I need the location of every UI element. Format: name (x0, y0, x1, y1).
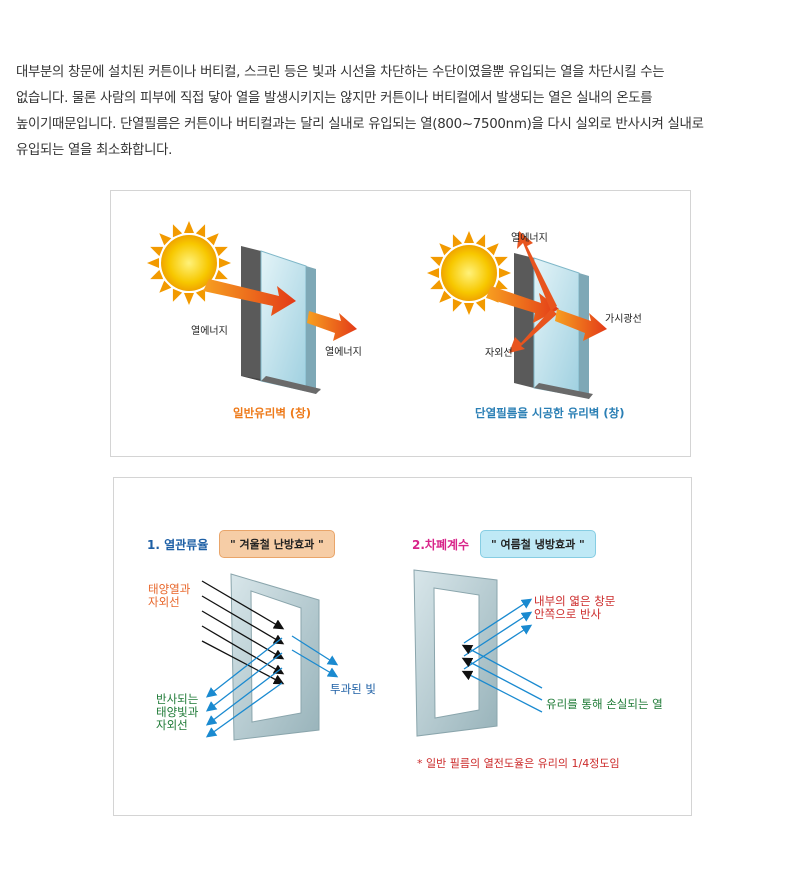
heat-loss-rays (461, 644, 543, 713)
thermal-effect-panel: 1. 열관류율 " 겨울철 난방효과 " 태양열과 자외선 반사되는 태양빛과 … (113, 477, 692, 816)
caption-film-glass: 단열필름을 시공한 유리벽 (창) (475, 406, 625, 420)
label-line: 태양빛과 (156, 705, 199, 719)
thermal-effect-illustration (201, 569, 543, 741)
label-ultraviolet: 자외선 (485, 348, 513, 359)
intro-line: 대부분의 창문에 설치된 커튼이나 버티컬, 스크린 등은 빛과 시선을 차단하… (16, 65, 665, 80)
label-reflected-inside: 내부의 엷은 창문 안쪽으로 반사 (534, 595, 615, 621)
reflected-rays (463, 598, 533, 670)
window-frame (413, 569, 498, 737)
transmitted-rays (291, 635, 339, 678)
incoming-rays (201, 580, 285, 685)
sun-icon (147, 221, 231, 305)
label-reflected-sunlight-uv: 반사되는 태양빛과 자외선 (156, 693, 198, 732)
window-comparison-panel: 열에너지 열에너지 일반유리벽 (창) 열에너지 가시광선 자외선 단열필름을 … (110, 190, 691, 457)
reflected-heat-arrows (486, 231, 607, 353)
label-line: 자외선 (156, 718, 188, 732)
intro-paragraph: 대부분의 창문에 설치된 커튼이나 버티컬, 스크린 등은 빛과 시선을 차단하… (16, 60, 796, 164)
window-frame (230, 573, 320, 741)
heat-arrow (203, 279, 357, 341)
intro-line: 높이기때문입니다. 단열필름은 커튼이나 버티컬과는 달리 실내로 유입되는 열… (16, 117, 704, 132)
intro-line: 유입되는 열을 최소화합니다. (16, 143, 173, 158)
footnote-film-conductivity: * 일반 필름의 열전도율은 유리의 1/4정도임 (417, 757, 620, 770)
label-line: 반사되는 (156, 692, 199, 706)
window-frame (241, 246, 321, 394)
label-line: 태양열과 (148, 582, 191, 596)
heading-thermal-transmittance: 1. 열관류율 (147, 538, 209, 552)
label-line: 내부의 엷은 창문 (534, 594, 616, 608)
caption-ordinary-glass: 일반유리벽 (창) (233, 406, 311, 420)
label-line: 안쪽으로 반사 (534, 607, 602, 621)
sun-icon (427, 231, 511, 315)
intro-line: 없습니다. 물론 사람의 피부에 직접 닿아 열을 발생시키지는 않지만 커튼이… (16, 91, 653, 106)
label-heat-loss-through-glass: 유리를 통해 손실되는 열 (546, 697, 663, 711)
label-visible-light: 가시광선 (605, 314, 642, 325)
label-heat-energy-in: 열에너지 (191, 326, 228, 337)
badge-winter-heating: " 겨울철 난방효과 " (219, 530, 335, 558)
label-transmitted-light: 투과된 빛 (330, 682, 376, 696)
label-solar-heat-uv: 태양열과 자외선 (148, 583, 190, 609)
label-heat-energy-out: 열에너지 (325, 347, 362, 358)
heading-shading-coefficient: 2.차폐계수 (412, 538, 470, 552)
badge-summer-cooling: " 여름철 냉방효과 " (480, 530, 596, 558)
label-heat-energy-reflected: 열에너지 (511, 233, 548, 244)
label-line: 자외선 (148, 595, 180, 609)
window-comparison-illustration (147, 221, 607, 399)
reflected-rays (205, 637, 283, 738)
